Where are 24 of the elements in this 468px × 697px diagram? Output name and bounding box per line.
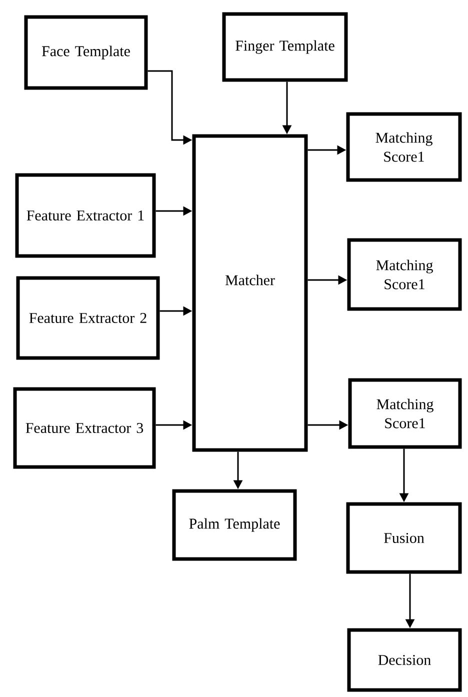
node-label: Fusion <box>384 532 424 544</box>
process-box <box>346 502 462 574</box>
node-label: Feature Extractor 2 <box>29 312 146 324</box>
process-box <box>172 489 297 561</box>
node-label: Decision <box>378 654 431 666</box>
process-box <box>347 238 462 311</box>
process-box <box>347 628 462 692</box>
node-label: Feature Extractor 1 <box>26 210 144 221</box>
process-box <box>348 378 462 449</box>
process-box <box>346 112 462 182</box>
node-label: Palm Template <box>189 518 280 532</box>
node-label: Matching Score1 <box>376 260 433 290</box>
process-box <box>15 173 156 258</box>
matcher-box <box>192 134 308 452</box>
node-label: Finger Template <box>236 40 334 54</box>
process-box <box>24 15 148 90</box>
process-box <box>16 276 160 360</box>
process-box <box>222 12 348 82</box>
node-label: Face Template <box>42 46 130 60</box>
process-box <box>13 387 156 469</box>
node-label: Matching Score1 <box>376 132 432 162</box>
node-label: Matching Score1 <box>376 398 434 428</box>
node-label: Feature Extractor 3 <box>26 422 144 434</box>
node-label: Matcher <box>225 274 275 286</box>
